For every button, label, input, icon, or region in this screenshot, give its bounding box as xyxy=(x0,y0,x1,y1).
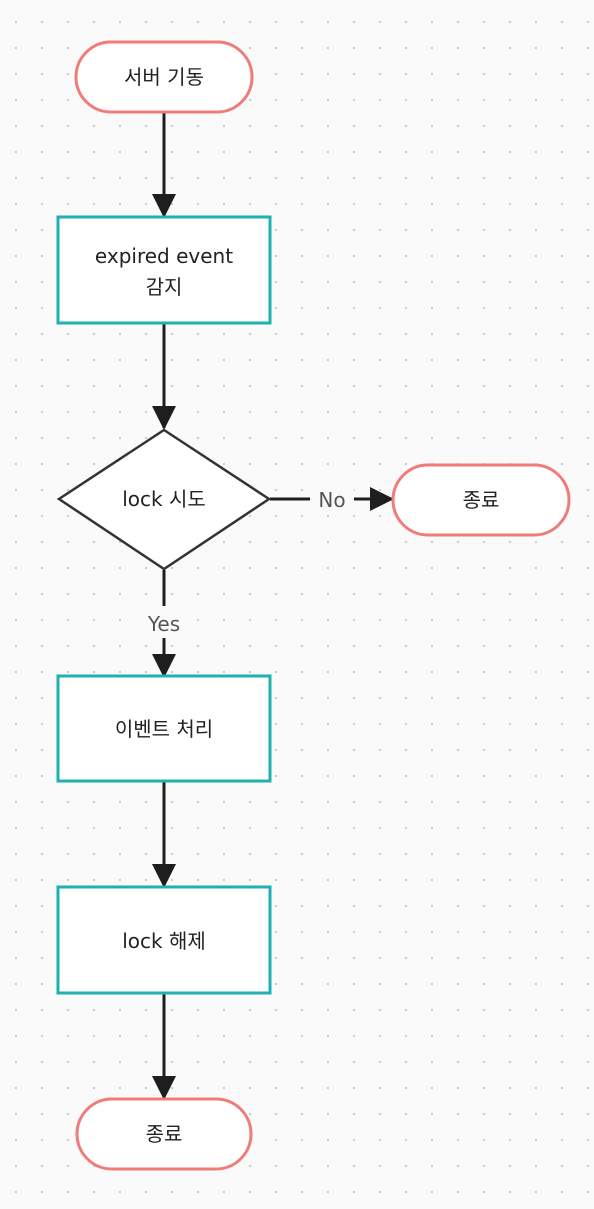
node-process-event[interactable]: 이벤트 처리 xyxy=(56,674,272,783)
process-event-label: 이벤트 처리 xyxy=(115,717,213,741)
end-no-terminal-shape xyxy=(391,463,571,537)
edge-labels: No Yes xyxy=(140,484,354,638)
start-label: 서버 기동 xyxy=(124,65,204,89)
node-unlock[interactable]: lock 해제 xyxy=(56,885,272,995)
end-label: 종료 xyxy=(146,1122,183,1146)
end-terminal-shape xyxy=(75,1097,253,1171)
unlock-label: lock 해제 xyxy=(122,929,206,953)
unlock-process-shape xyxy=(56,885,272,995)
node-start[interactable]: 서버 기동 xyxy=(74,40,254,114)
start-terminal-shape xyxy=(74,40,254,114)
edge-label-no: No xyxy=(318,488,345,512)
detect-process-shape xyxy=(56,215,272,325)
detect-label-line2: 감지 xyxy=(146,275,183,299)
end-no-label: 종료 xyxy=(463,488,500,512)
edge-label-yes: Yes xyxy=(147,612,180,636)
node-end-no[interactable]: 종료 xyxy=(391,463,571,537)
no-label-bg xyxy=(310,484,354,514)
node-lock-try[interactable]: lock 시도 xyxy=(56,428,272,571)
lock-try-decision-shape xyxy=(56,428,272,571)
node-end[interactable]: 종료 xyxy=(75,1097,253,1171)
yes-label-bg xyxy=(140,606,188,638)
process-event-shape xyxy=(56,674,272,783)
detect-label-line1: expired event xyxy=(95,244,233,268)
node-detect-expired-event[interactable]: expired event 감지 xyxy=(56,215,272,325)
lock-try-label: lock 시도 xyxy=(122,487,206,511)
